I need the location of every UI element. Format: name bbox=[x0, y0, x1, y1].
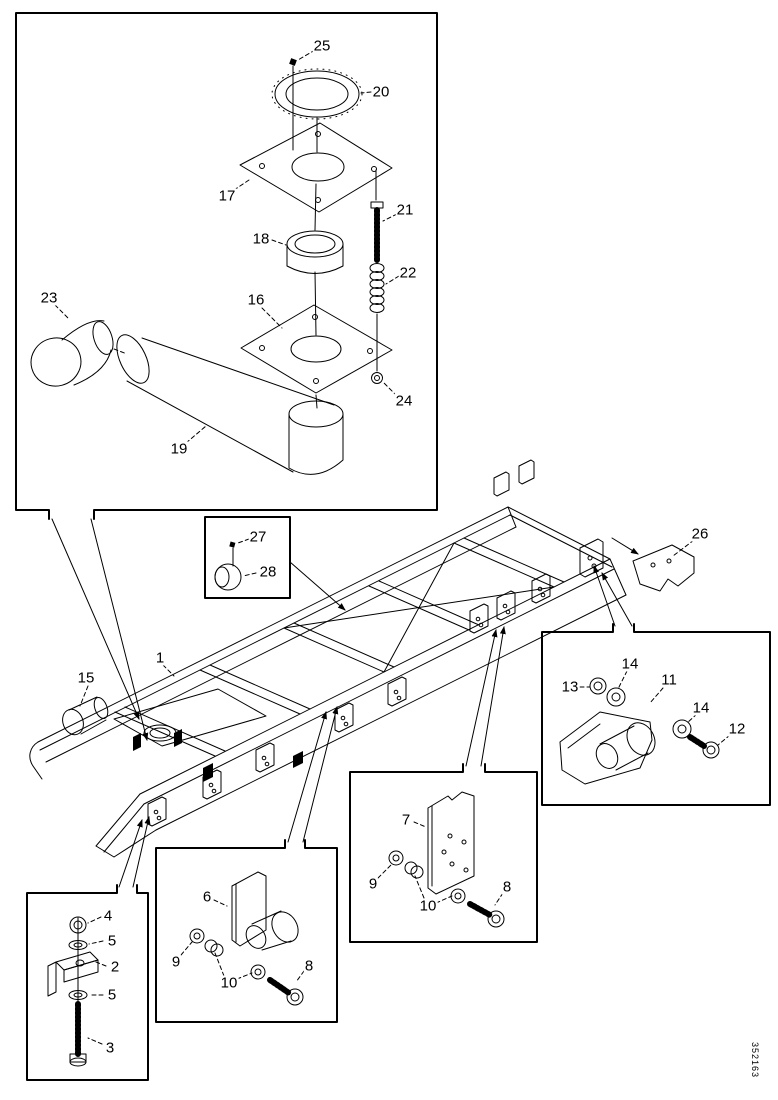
callout-13: 13 bbox=[560, 678, 580, 696]
part-4-nut bbox=[69, 916, 102, 1003]
part-2-angle-bracket bbox=[47, 951, 107, 997]
callout-9-b: 9 bbox=[170, 953, 182, 971]
part-6-tube-bracket bbox=[213, 871, 299, 951]
part-14-washer-b bbox=[672, 713, 698, 739]
part-13-nut bbox=[579, 677, 607, 695]
callout-16: 16 bbox=[246, 291, 266, 309]
part-25-screw bbox=[289, 49, 316, 151]
part-19-tube bbox=[116, 334, 344, 475]
callout-17: 17 bbox=[217, 187, 237, 205]
part-22-spring bbox=[369, 263, 400, 313]
inset-box-mount-plate bbox=[349, 763, 538, 943]
callout-10-b: 10 bbox=[219, 974, 239, 992]
part-5-washer-b bbox=[68, 990, 104, 1000]
part-18-spacer-ring bbox=[271, 183, 344, 336]
part-5-washer-a bbox=[68, 940, 104, 950]
part-7-mount-plate bbox=[413, 791, 475, 895]
callout-24: 24 bbox=[394, 392, 414, 410]
part-16-lower-plate bbox=[240, 304, 393, 409]
install-leader-lines bbox=[51, 518, 639, 888]
callout-21: 21 bbox=[395, 201, 415, 219]
callout-10-a: 10 bbox=[418, 897, 438, 915]
part-23-elbow bbox=[30, 304, 128, 387]
inset-box-plug bbox=[204, 516, 291, 599]
callout-19: 19 bbox=[169, 440, 189, 458]
callout-1: 1 bbox=[154, 649, 166, 667]
inset-box-bushing-bracket bbox=[541, 623, 771, 806]
callout-5-a: 5 bbox=[106, 932, 118, 950]
part-27-screw bbox=[229, 538, 250, 567]
callout-14-b: 14 bbox=[691, 699, 711, 717]
part-8-bolt-b bbox=[267, 970, 305, 1006]
part-10-washer-b bbox=[204, 939, 266, 980]
part-15-elbow bbox=[62, 685, 109, 736]
part-10-washer-a bbox=[404, 861, 466, 904]
callout-7: 7 bbox=[400, 811, 412, 829]
callout-18: 18 bbox=[251, 230, 271, 248]
part-20-ring bbox=[271, 68, 372, 120]
callout-14-a: 14 bbox=[620, 655, 640, 673]
callout-4: 4 bbox=[102, 907, 114, 925]
callout-28: 28 bbox=[258, 563, 278, 581]
part-8-bolt-a bbox=[467, 892, 505, 928]
inset-box-anchor-bolt bbox=[26, 884, 149, 1081]
callout-8-b: 8 bbox=[303, 957, 315, 975]
callout-5-b: 5 bbox=[106, 986, 118, 1004]
part-21-bolt bbox=[370, 169, 398, 265]
drawing-number: 352163 bbox=[750, 1042, 760, 1079]
part-12-bolt bbox=[687, 734, 731, 759]
part-11-bushing-bracket bbox=[559, 687, 664, 785]
part-9-nut-b bbox=[180, 928, 205, 956]
callout-3: 3 bbox=[104, 1039, 116, 1057]
part-24-nut bbox=[371, 313, 398, 397]
callout-12: 12 bbox=[727, 720, 747, 738]
main-frame bbox=[29, 459, 627, 858]
callout-23: 23 bbox=[39, 289, 59, 307]
part-9-nut-a bbox=[377, 850, 404, 879]
callout-2: 2 bbox=[109, 958, 121, 976]
callout-25: 25 bbox=[312, 37, 332, 55]
callout-20: 20 bbox=[371, 83, 391, 101]
inset-box-tube-bracket bbox=[155, 839, 338, 1023]
part-28-plug bbox=[214, 563, 257, 591]
callout-27: 27 bbox=[248, 528, 268, 546]
callout-15: 15 bbox=[76, 669, 96, 687]
callout-8-a: 8 bbox=[501, 878, 513, 896]
callout-11: 11 bbox=[660, 671, 678, 689]
part-14-washer-a bbox=[606, 670, 628, 707]
callout-9-a: 9 bbox=[367, 875, 379, 893]
part-26-bracket bbox=[632, 539, 695, 592]
inset-box-chute-assembly bbox=[15, 12, 438, 520]
part-3-bolt bbox=[69, 1001, 103, 1067]
part-17-upper-plate bbox=[233, 117, 393, 213]
callout-6: 6 bbox=[201, 888, 213, 906]
callout-26: 26 bbox=[690, 525, 710, 543]
callout-22: 22 bbox=[398, 264, 418, 282]
